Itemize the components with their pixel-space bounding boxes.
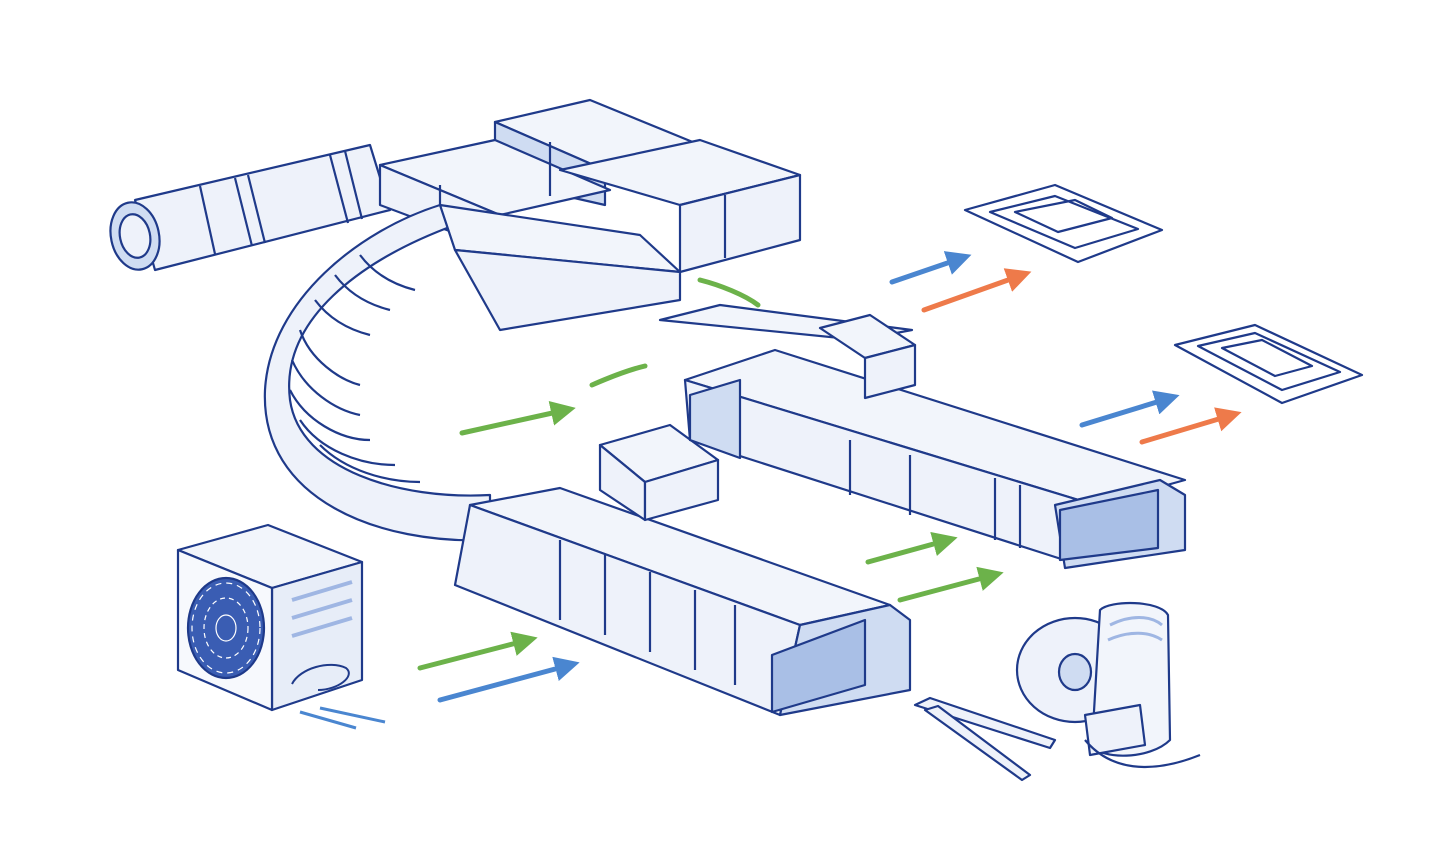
tin-snips-icon [913,696,1057,782]
airflow-arrow-3 [459,401,576,436]
airflow-arrows [417,251,1242,703]
condenser-fan-icon [186,576,266,680]
condenser-vent-slots [291,580,353,638]
ceiling-register-lower [1173,323,1364,405]
airflow-arrow-2 [437,656,580,703]
airflow-arrow-4 [865,531,958,565]
airflow-arrow-7 [921,268,1032,313]
flexible-elbow-duct [263,203,682,542]
outdoor-condenser-unit [176,523,386,730]
airflow-sweep-2 [589,363,648,388]
airflow-arrow-8 [1079,390,1180,428]
airflow-arrow-5 [897,566,1004,603]
ceiling-register-upper [963,183,1164,264]
branch-duct [598,303,1187,570]
airflow-arrow-1 [417,631,538,671]
lower-rect-trunk-duct [453,486,912,717]
airflow-arrow-6 [889,251,972,285]
airflow-sweep [697,277,761,308]
duct-tape-roll-icon [1015,602,1201,769]
airflow-arrow-9 [1139,407,1242,445]
round-intake-duct [109,143,392,272]
